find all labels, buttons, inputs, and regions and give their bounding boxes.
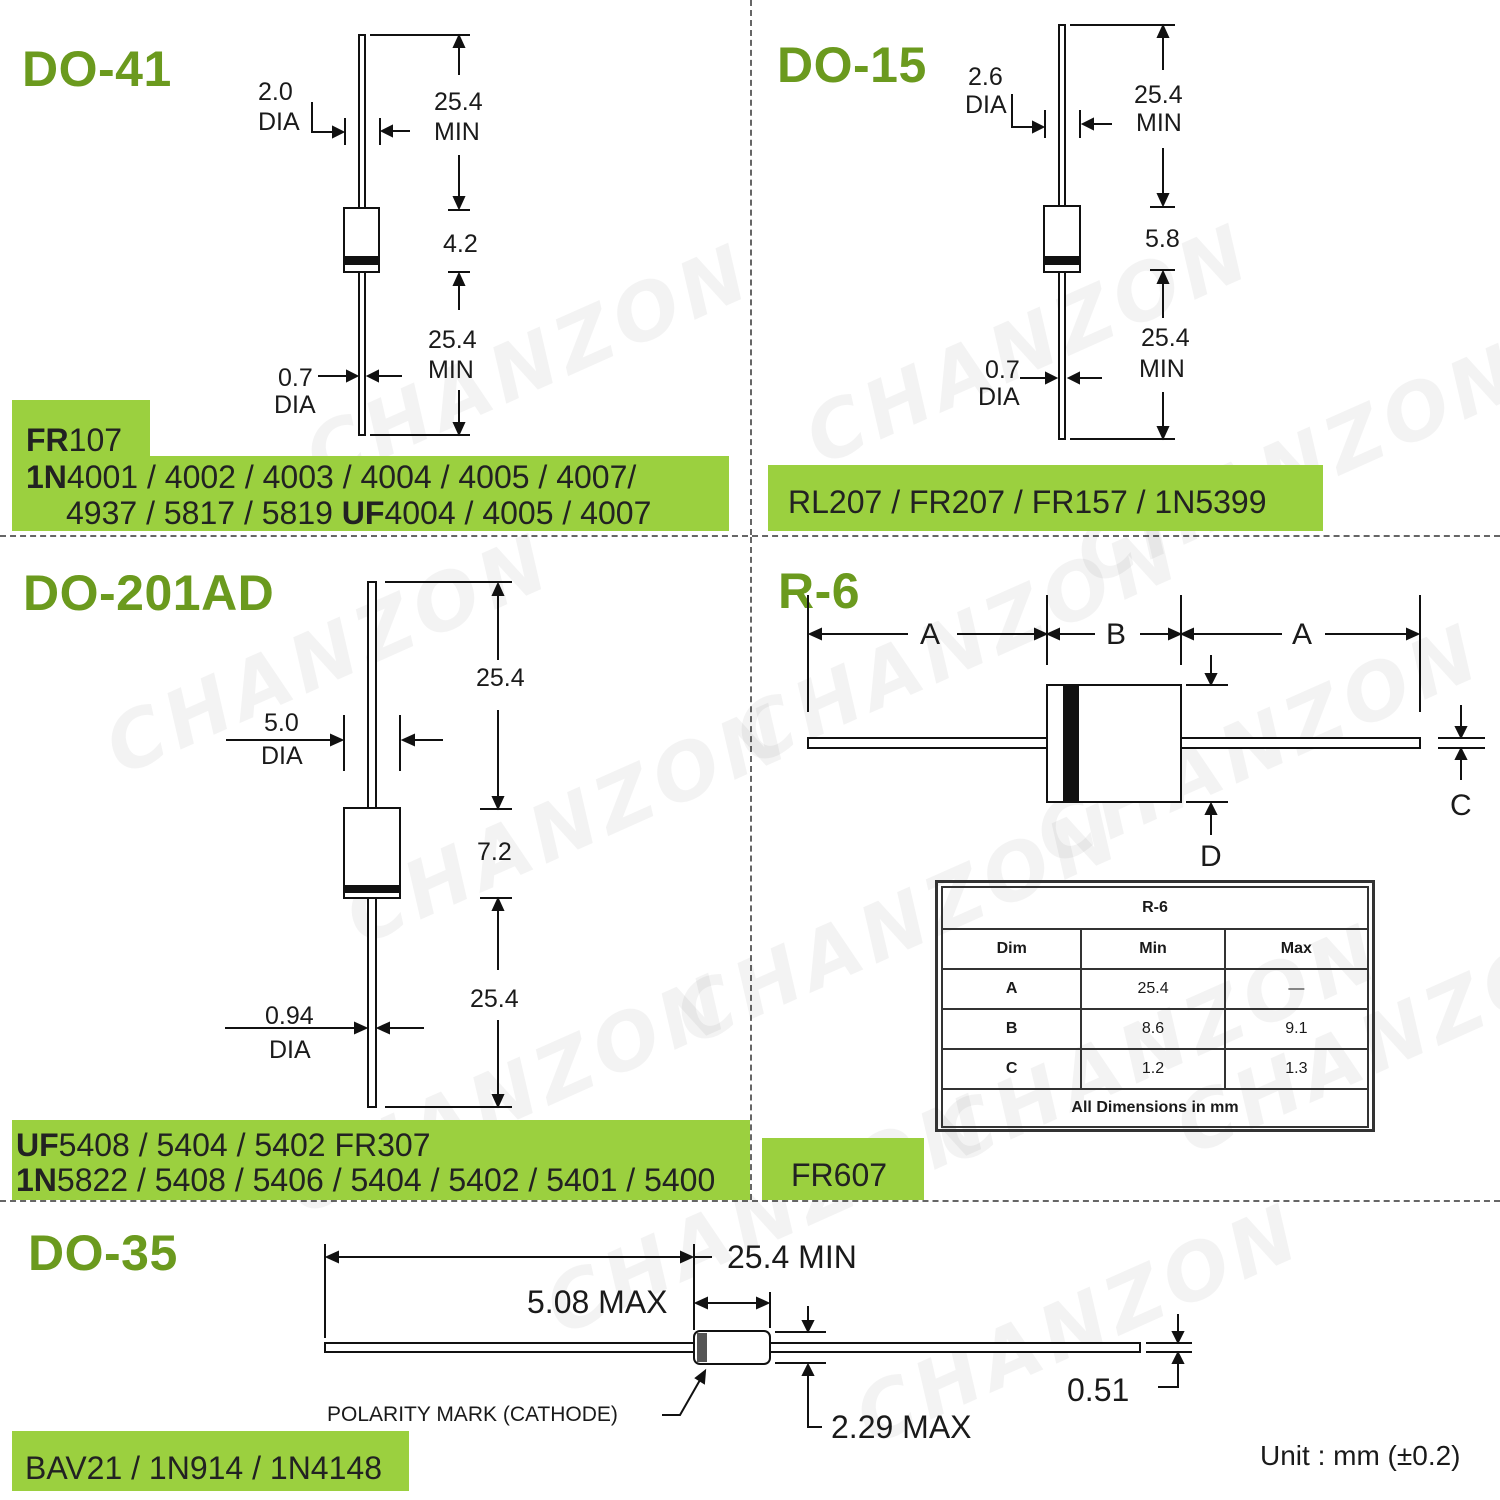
- do41-lead-length-top-value: 25.4: [434, 88, 483, 116]
- divider-horizontal-2: [0, 1200, 1500, 1202]
- r6-dim-b: B: [1106, 618, 1127, 651]
- do201ad-title: DO-201AD: [23, 565, 275, 621]
- do15-lead-length-bottom-unit: MIN: [1139, 355, 1185, 383]
- table-row: A 25.4 —: [940, 968, 1370, 1010]
- do41-lead-dia-bottom-value: 0.7: [278, 364, 313, 392]
- do201ad-body-dia-value: 5.0: [264, 709, 299, 737]
- do201ad-parts-bar: [12, 1120, 750, 1200]
- do15-parts: RL207 / FR207 / FR157 / 1N5399: [788, 484, 1267, 520]
- r6-table-cell-dim: A: [940, 968, 1083, 1010]
- do35-parts: BAV21 / 1N914 / 1N4148: [25, 1450, 382, 1486]
- do41-lead-length-top-unit: MIN: [434, 118, 480, 146]
- do41-parts-line2: 1N4001 / 4002 / 4003 / 4004 / 4005 / 400…: [26, 459, 637, 495]
- do201ad-lead-dia-unit: DIA: [269, 1036, 311, 1064]
- r6-table-cell-max: 1.3: [1223, 1048, 1370, 1090]
- do15-lead-dia-bottom-unit: DIA: [978, 383, 1020, 411]
- do201ad-lead-length-bottom: 25.4: [470, 985, 519, 1013]
- r6-table-header-max: Max: [1223, 928, 1370, 970]
- r6-dim-d: D: [1200, 840, 1222, 873]
- r6-table-cell-min: 25.4: [1080, 968, 1226, 1010]
- do35-body-length: 5.08 MAX: [527, 1284, 668, 1320]
- do15-lead-dia-top-unit: DIA: [965, 91, 1007, 119]
- do41-parts-line1: FR107: [26, 422, 123, 458]
- r6-dimension-table: R-6 Dim Min Max A 25.4 — B 8.6 9.1 C 1.2…: [935, 880, 1375, 1132]
- do15-lead-length-top-unit: MIN: [1136, 109, 1182, 137]
- do35-parts-bar: [12, 1431, 409, 1491]
- r6-table-cell-dim: B: [940, 1008, 1083, 1050]
- do15-body-length: 5.8: [1145, 225, 1180, 253]
- do15-drawing: [1011, 23, 1175, 441]
- r6-table-cell-dim: C: [940, 1048, 1083, 1090]
- r6-table-cell-max: 9.1: [1223, 1008, 1370, 1050]
- do35-body-dia: 2.29 MAX: [831, 1409, 972, 1445]
- do201ad-parts-line2: 1N5822 / 5408 / 5406 / 5404 / 5402 / 540…: [16, 1162, 716, 1198]
- do35-polarity-mark-label: POLARITY MARK (CATHODE): [327, 1403, 618, 1426]
- r6-table-caption: R-6: [941, 886, 1369, 930]
- do41-lead-dia-bottom-unit: DIA: [274, 391, 316, 419]
- r6-dim-a-left: A: [920, 618, 941, 651]
- r6-dim-a-right: A: [1292, 618, 1313, 651]
- r6-dim-c: C: [1450, 789, 1472, 822]
- divider-vertical-top: [750, 0, 752, 535]
- r6-drawing: [807, 595, 1485, 835]
- do41-body-length: 4.2: [443, 230, 478, 258]
- r6-table-footer: All Dimensions in mm: [941, 1088, 1369, 1128]
- do35-lead-dia: 0.51: [1067, 1372, 1130, 1408]
- do201ad-lead-length-top: 25.4: [476, 664, 525, 692]
- unit-note: Unit : mm (±0.2): [1260, 1440, 1461, 1471]
- do41-lead-dia-top-unit: DIA: [258, 108, 300, 136]
- do41-title: DO-41: [22, 41, 172, 97]
- r6-table-cell-min: 1.2: [1080, 1048, 1226, 1090]
- table-row: C 1.2 1.3: [940, 1048, 1370, 1090]
- r6-table-cell-max: —: [1223, 968, 1370, 1010]
- do15-lead-dia-bottom-value: 0.7: [985, 356, 1020, 384]
- do15-lead-length-top-value: 25.4: [1134, 81, 1183, 109]
- r6-title: R-6: [778, 563, 861, 619]
- do201ad-body-dia-unit: DIA: [261, 742, 303, 770]
- do15-lead-dia-top-value: 2.6: [968, 63, 1003, 91]
- r6-table-header-min: Min: [1080, 928, 1226, 970]
- do35-title: DO-35: [28, 1225, 178, 1281]
- divider-vertical-middle: [750, 537, 752, 1200]
- do41-lead-length-bottom-value: 25.4: [428, 326, 477, 354]
- do41-parts-line3: 4937 / 5817 / 5819 UF4004 / 4005 / 4007: [66, 495, 652, 531]
- do201ad-lead-dia-value: 0.94: [265, 1002, 314, 1030]
- do35-lead-length: 25.4 MIN: [727, 1239, 857, 1275]
- divider-horizontal-1: [0, 535, 1500, 537]
- do15-lead-length-bottom-value: 25.4: [1141, 324, 1190, 352]
- do41-drawing: [311, 33, 470, 437]
- r6-table-cell-min: 8.6: [1080, 1008, 1226, 1050]
- r6-parts: FR607: [791, 1157, 888, 1193]
- do41-lead-dia-top-value: 2.0: [258, 78, 293, 106]
- do15-parts-bar: [768, 465, 1323, 531]
- do201ad-parts-line1: UF5408 / 5404 / 5402 FR307: [16, 1127, 431, 1163]
- do41-parts-bar: [12, 400, 150, 460]
- do35-drawing: [324, 1244, 1192, 1428]
- do201ad-drawing: [225, 581, 512, 1109]
- table-row: B 8.6 9.1: [940, 1008, 1370, 1050]
- do15-title: DO-15: [777, 37, 927, 93]
- r6-parts-bar: [762, 1138, 924, 1200]
- do41-lead-length-bottom-unit: MIN: [428, 356, 474, 384]
- do201ad-body-length: 7.2: [477, 838, 512, 866]
- r6-table-header-dim: Dim: [940, 928, 1083, 970]
- do41-parts-bar: [12, 456, 729, 531]
